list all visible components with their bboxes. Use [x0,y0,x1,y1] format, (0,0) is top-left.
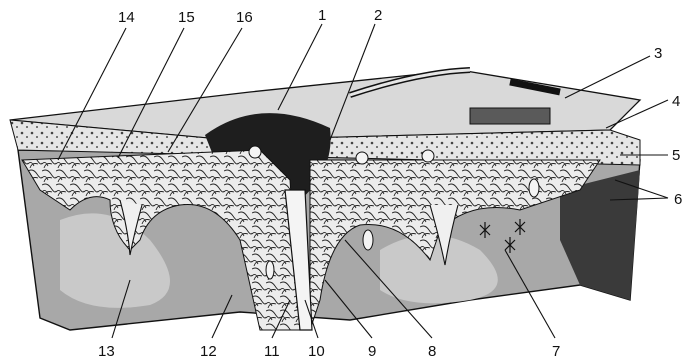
label-5: 5 [672,147,680,164]
label-6: 6 [674,191,682,208]
label-1: 1 [318,7,326,24]
bone-cut-block [470,108,550,124]
label-14: 14 [118,9,135,26]
label-15: 15 [178,9,195,26]
granulation-2 [356,152,368,164]
label-8: 8 [428,343,436,360]
label-16: 16 [236,9,253,26]
label-12: 12 [200,343,217,360]
label-3: 3 [654,45,662,62]
label-4: 4 [672,93,680,110]
label-9: 9 [368,343,376,360]
vessel-section-2 [529,179,539,197]
label-7: 7 [552,343,560,360]
granulation-3 [422,150,434,162]
label-10: 10 [308,343,325,360]
label-11: 11 [264,343,280,360]
vessel-section-3 [266,261,274,279]
vessel-section-1 [363,230,373,250]
label-2: 2 [374,7,382,24]
label-13: 13 [98,343,115,360]
granulation-1 [249,146,261,158]
